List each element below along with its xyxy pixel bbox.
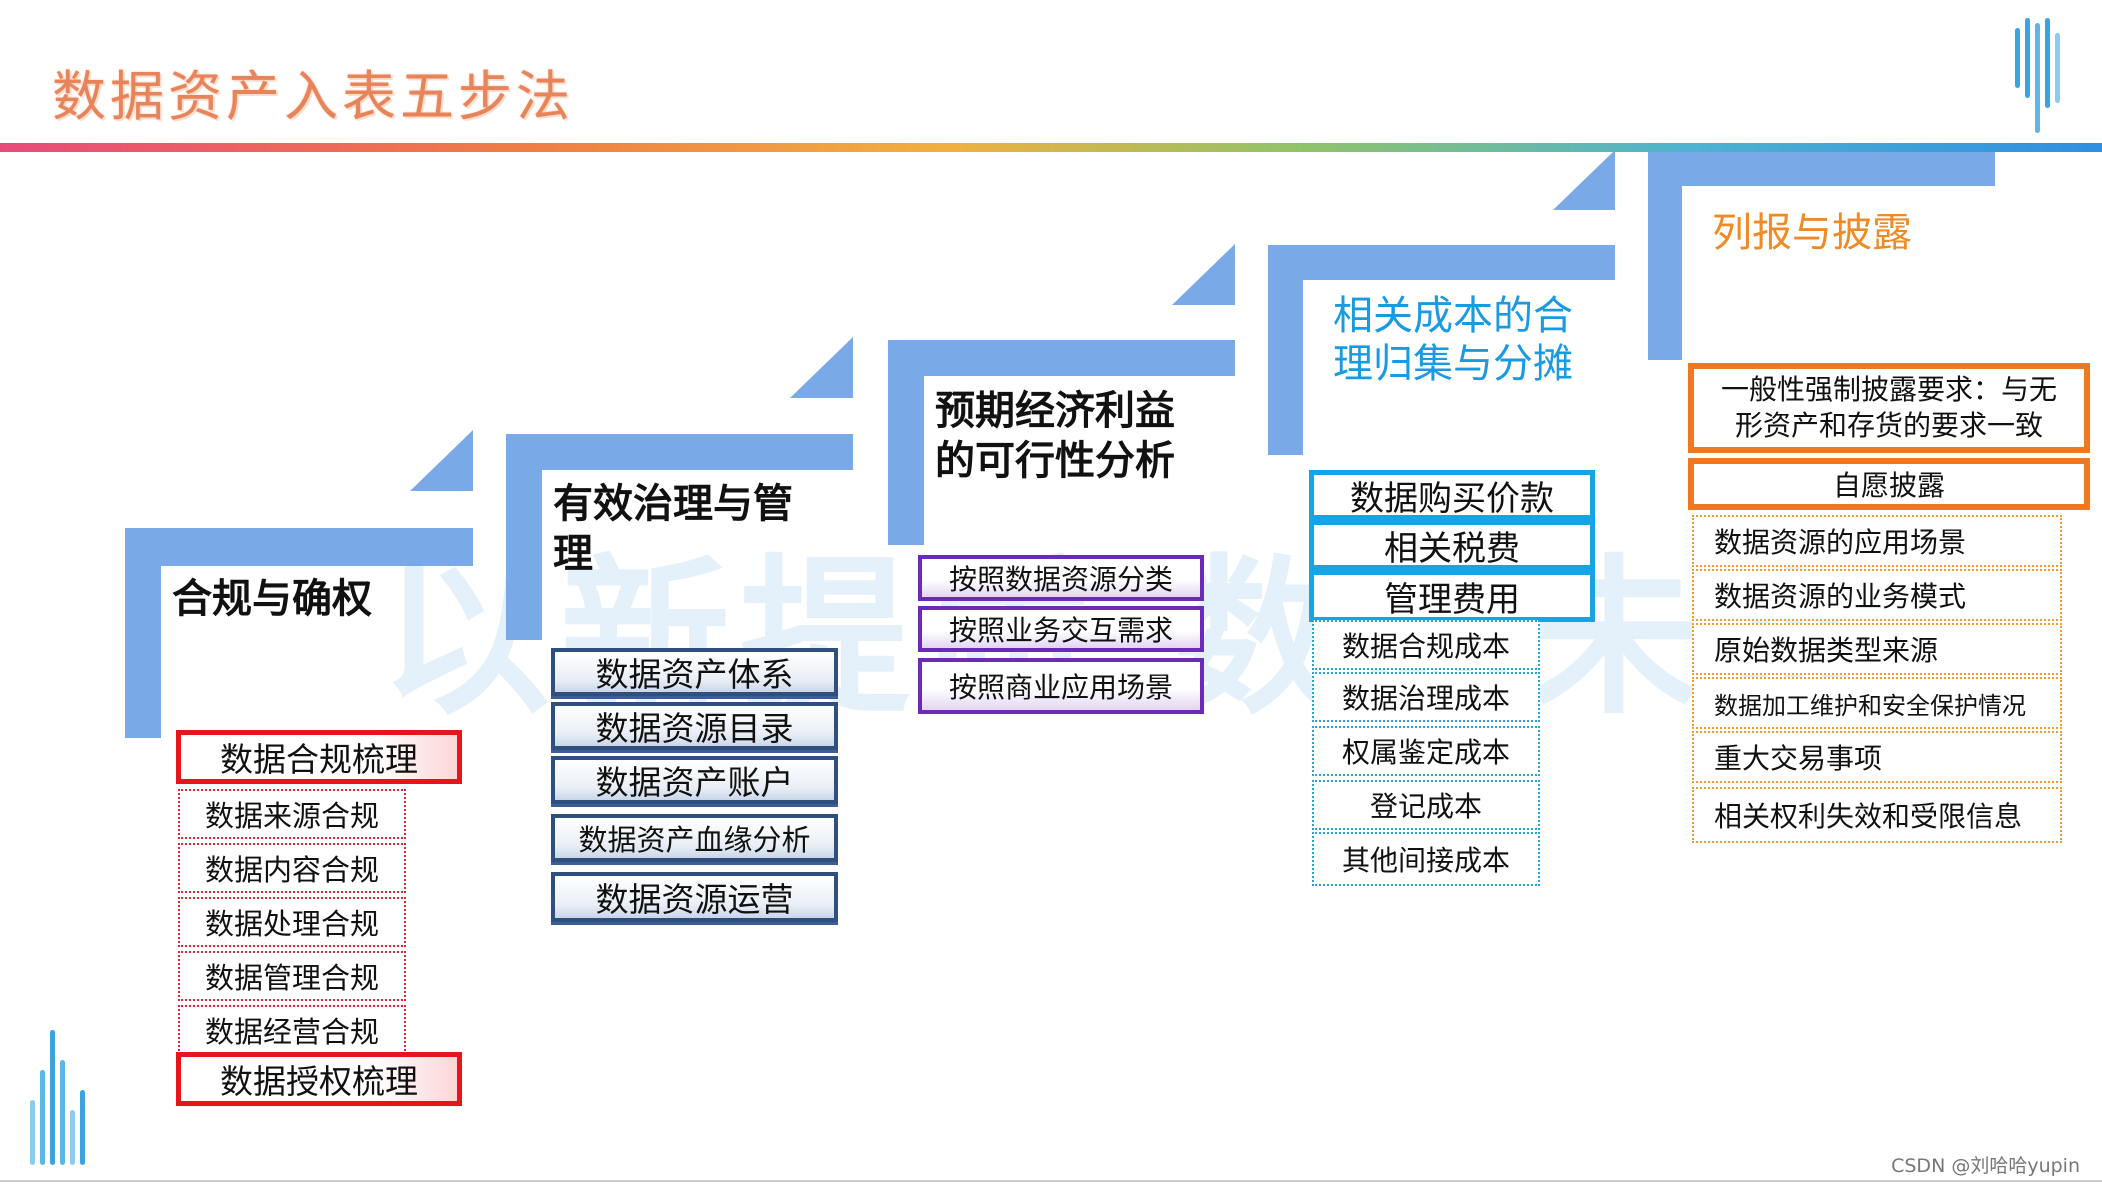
page-title: 数据资产入表五步法 [52,65,574,128]
step-4-label-line-2: 理归集与分摊 [1333,341,1573,387]
step-1-item-7: 数据授权梳理 [176,1052,462,1106]
step-3-item-2: 按照业务交互需求 [918,606,1204,652]
step-4-triangle [1553,150,1615,210]
source-credit: CSDN @刘哈哈yupin [1891,1155,2080,1177]
step-5-item-5: 原始数据类型来源 [1692,623,2062,675]
step-4-item-4: 数据合规成本 [1312,620,1540,670]
step-5-item-1: 一般性强制披露要求：与无 形资产和存货的要求一致 [1688,363,2090,453]
step-2-item-1: 数据资产体系 [551,648,838,696]
bottom-divider [0,1180,2102,1182]
step-5-item-6: 数据加工维护和安全保护情况 [1692,677,2062,729]
step-4-item-1: 数据购买价款 [1309,470,1595,520]
step-4-label: 相关成本的合 理归集与分摊 [1333,292,1573,388]
step-5-item-2: 自愿披露 [1688,458,2090,510]
step-2-bracket [506,434,853,640]
step-4-item-5: 数据治理成本 [1312,672,1540,722]
header-gradient-bar [0,143,2102,152]
step-4-item-3: 管理费用 [1309,570,1595,622]
step-3-item-1: 按照数据资源分类 [918,555,1204,601]
step-3-label-line-1: 预期经济利益 [935,388,1175,434]
step-3-triangle [1172,244,1235,305]
step-5-item-7: 重大交易事项 [1692,731,2062,783]
step-4-item-8: 其他间接成本 [1312,832,1540,886]
step-1-item-1: 数据合规梳理 [176,730,462,784]
step-3-item-3: 按照商业应用场景 [918,658,1204,714]
step-1-item-6: 数据经营合规 [178,1005,406,1055]
step-5-item-1-line-1: 一般性强制披露要求：与无 [1720,373,2057,406]
step-1-item-2: 数据来源合规 [178,789,406,839]
step-5-item-3: 数据资源的应用场景 [1692,515,2062,567]
step-2-label: 有效治理与管 理 [553,479,793,579]
decorative-stripes-bottom [30,1030,90,1165]
step-5-item-8: 相关权利失效和受限信息 [1692,787,2062,843]
step-4-item-2: 相关税费 [1309,520,1595,570]
step-2-item-3: 数据资产账户 [551,756,838,804]
step-3-bracket [888,340,1235,545]
step-1-label: 合规与确权 [172,576,372,622]
step-2-label-line-1: 有效治理与管 [553,481,793,527]
decorative-stripes-top [2015,18,2065,138]
step-3-label: 预期经济利益 的可行性分析 [935,386,1175,486]
step-1-bracket [125,528,473,738]
step-3-label-line-2: 的可行性分析 [935,438,1175,484]
step-1-item-5: 数据管理合规 [178,951,406,1001]
step-4-bracket [1268,245,1615,455]
step-1-triangle [410,430,473,491]
step-1-item-4: 数据处理合规 [178,897,406,947]
step-4-item-7: 登记成本 [1312,780,1540,830]
step-2-item-4: 数据资产血缘分析 [551,814,838,862]
step-5-label: 列报与披露 [1712,210,1912,256]
step-2-item-5: 数据资源运营 [551,872,838,922]
step-4-label-line-1: 相关成本的合 [1333,293,1573,339]
step-5-item-4: 数据资源的业务模式 [1692,569,2062,621]
step-2-label-line-2: 理 [553,531,593,577]
step-5-item-1-line-2: 形资产和存货的要求一致 [1734,409,2043,442]
step-2-triangle [790,337,853,398]
step-5-bracket [1648,152,1995,360]
step-2-item-2: 数据资源目录 [551,702,838,750]
step-4-item-6: 权属鉴定成本 [1312,726,1540,776]
step-1-item-3: 数据内容合规 [178,843,406,893]
